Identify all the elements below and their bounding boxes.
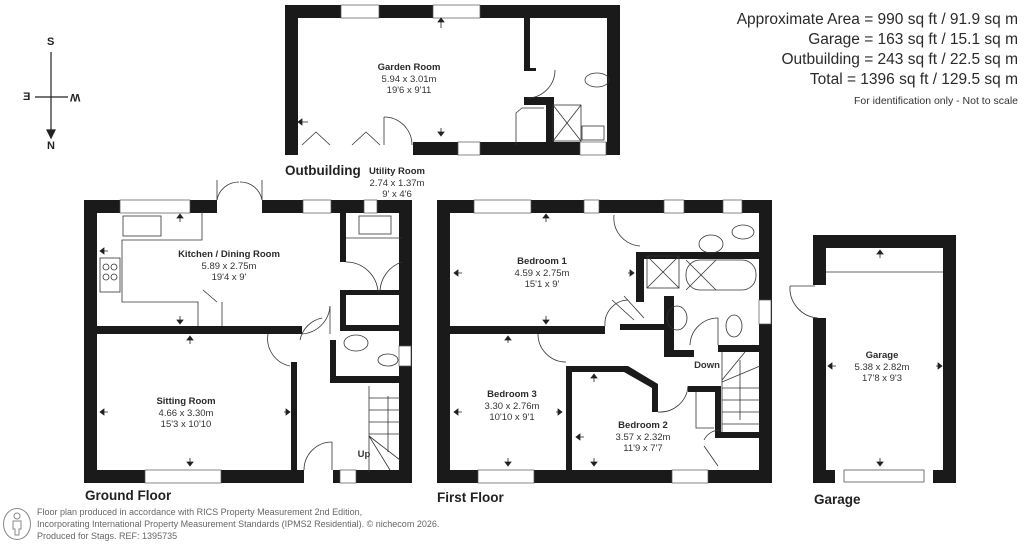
room-imperial: 15'3 x 10'10 [160, 419, 212, 430]
total-area: Total = 1396 sq ft / 129.5 sq m [809, 71, 1018, 88]
room-garage: Garage 5.38 x 2.82m 17'8 x 9'3 [855, 350, 910, 385]
compass-west-label: W [70, 91, 81, 103]
room-bedroom-1: Bedroom 1 4.59 x 2.75m 15'1 x 9' [515, 256, 570, 291]
room-name: Bedroom 1 [517, 256, 567, 267]
room-bedroom-2: Bedroom 2 3.57 x 2.32m 11'9 x 7'7 [616, 420, 671, 455]
room-metric: 4.66 x 3.30m [158, 407, 214, 419]
room-sitting-room: Sitting Room 4.66 x 3.30m 15'3 x 10'10 [156, 396, 215, 431]
garage-walls [813, 235, 956, 483]
compass-arrow-icon [35, 52, 68, 140]
floor-title-first: First Floor [437, 490, 504, 505]
room-metric: 5.94 x 3.01m [381, 73, 437, 85]
room-name: Bedroom 3 [487, 389, 537, 400]
area-summary: Approximate Area = 990 sq ft / 91.9 sq m… [737, 10, 1018, 107]
outbuilding-walls [285, 5, 620, 155]
ground-floor-walls [84, 200, 412, 483]
room-metric: 5.38 x 2.82m [854, 361, 910, 373]
footer-line-3: Produced for Stags. REF: 1395735 [37, 531, 178, 541]
room-imperial: 9' x 4'6 [382, 189, 412, 200]
person-outline-icon [3, 508, 31, 540]
first-floor-walls [437, 200, 772, 483]
room-name: Garage [865, 350, 899, 361]
room-imperial: 17'8 x 9'3 [861, 373, 903, 384]
room-kitchen-dining: Kitchen / Dining Room 5.89 x 2.75m 19'4 … [178, 249, 280, 284]
room-name: Utility Room [369, 166, 425, 177]
room-name: Garden Room [377, 62, 441, 73]
garage-area: Garage = 163 sq ft / 15.1 sq m [808, 31, 1018, 48]
compass-south-label: S [47, 36, 55, 48]
footer-line-2: Incorporating International Property Mea… [37, 519, 440, 529]
stairs-up-label: Up [357, 449, 371, 460]
stairs-down-label: Down [694, 360, 720, 371]
outbuilding-area: Outbuilding = 243 sq ft / 22.5 sq m [781, 51, 1018, 68]
room-imperial: 10'10 x 9'1 [489, 412, 535, 423]
room-metric: 4.59 x 2.75m [514, 267, 570, 279]
room-metric: 2.74 x 1.37m [369, 177, 425, 189]
floor-title-outbuilding: Outbuilding [285, 163, 361, 178]
floor-title-ground: Ground Floor [85, 488, 172, 503]
compass-east-label: E [23, 91, 31, 103]
room-imperial: 15'1 x 9' [524, 279, 560, 290]
room-imperial: 19'6 x 9'11 [386, 85, 432, 96]
footer-line-1: Floor plan produced in accordance with R… [37, 507, 363, 517]
approximate-area: Approximate Area = 990 sq ft / 91.9 sq m [736, 11, 1018, 28]
room-metric: 3.57 x 2.32m [615, 431, 671, 443]
compass-north-label: N [47, 140, 55, 152]
room-imperial: 19'4 x 9' [211, 272, 247, 283]
floor-title-garage: Garage [814, 492, 861, 507]
disclaimer-note: For identification only - Not to scale [854, 95, 1018, 107]
room-metric: 5.89 x 2.75m [201, 260, 257, 272]
room-utility-room: Utility Room 2.74 x 1.37m 9' x 4'6 [369, 166, 425, 201]
room-metric: 3.30 x 2.76m [484, 400, 540, 412]
room-imperial: 11'9 x 7'7 [623, 443, 663, 454]
room-name: Bedroom 2 [618, 420, 668, 431]
room-bedroom-3: Bedroom 3 3.30 x 2.76m 10'10 x 9'1 [485, 389, 540, 424]
room-name: Kitchen / Dining Room [178, 249, 280, 260]
room-name: Sitting Room [156, 396, 216, 407]
footer-credits: Floor plan produced in accordance with R… [37, 506, 439, 542]
room-garden-room: Garden Room 5.94 x 3.01m 19'6 x 9'11 [378, 62, 441, 97]
